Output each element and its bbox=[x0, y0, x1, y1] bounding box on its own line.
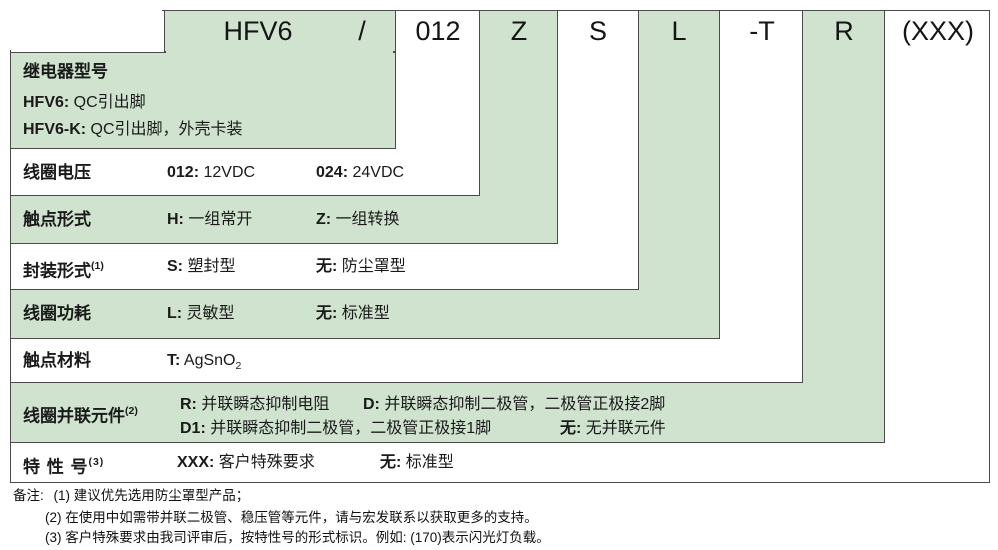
note-line-1: 备注: (1) 建议优先选用防尘罩型产品； bbox=[13, 488, 250, 503]
contact-arrangement-label: 触点形式 bbox=[23, 210, 91, 229]
coil-parallel-element-label: 线圈并联元件(2) bbox=[23, 405, 138, 426]
construction-label: 封装形式(1) bbox=[23, 260, 104, 281]
code-coil-voltage: 012 bbox=[415, 16, 461, 46]
note-line-2: (2) 在使用中如需带并联二极管、稳压管等元件，请与宏发联系以获取更多的支持。 bbox=[45, 510, 538, 525]
code-coil-parallel-element: R bbox=[834, 16, 854, 46]
code-contact-material: -T bbox=[749, 16, 775, 46]
code-construction: S bbox=[588, 16, 608, 46]
code-series: HFV6 bbox=[223, 16, 293, 46]
contact-material-label: 触点材料 bbox=[23, 351, 91, 370]
code-separator: / bbox=[358, 16, 366, 46]
corner-notch bbox=[0, 0, 162, 50]
note-line-3: (3) 客户特殊要求由我司评审后，按特性号的形式标识。例如: (170)表示闪光… bbox=[45, 530, 550, 545]
coil-power-label: 线圈功耗 bbox=[23, 304, 91, 323]
notes-prefix: 备注: bbox=[13, 488, 44, 503]
row-box-relay-type-header bbox=[164, 10, 396, 52]
characteristic-no-label: 特 性 号(3) bbox=[23, 456, 105, 477]
code-contact-arrangement: Z bbox=[510, 16, 528, 46]
coil-voltage-label: 线圈电压 bbox=[23, 163, 91, 182]
seam-patch bbox=[166, 50, 393, 55]
code-coil-power: L bbox=[671, 16, 687, 46]
relay-type-option-2: HFV6-K: QC引出脚，外壳卡装 bbox=[23, 121, 243, 138]
relay-type-option-1: HFV6: QC引出脚 bbox=[23, 94, 146, 111]
code-characteristic-no: (XXX) bbox=[901, 16, 975, 46]
relay-type-label: 继电器型号 bbox=[23, 62, 108, 81]
